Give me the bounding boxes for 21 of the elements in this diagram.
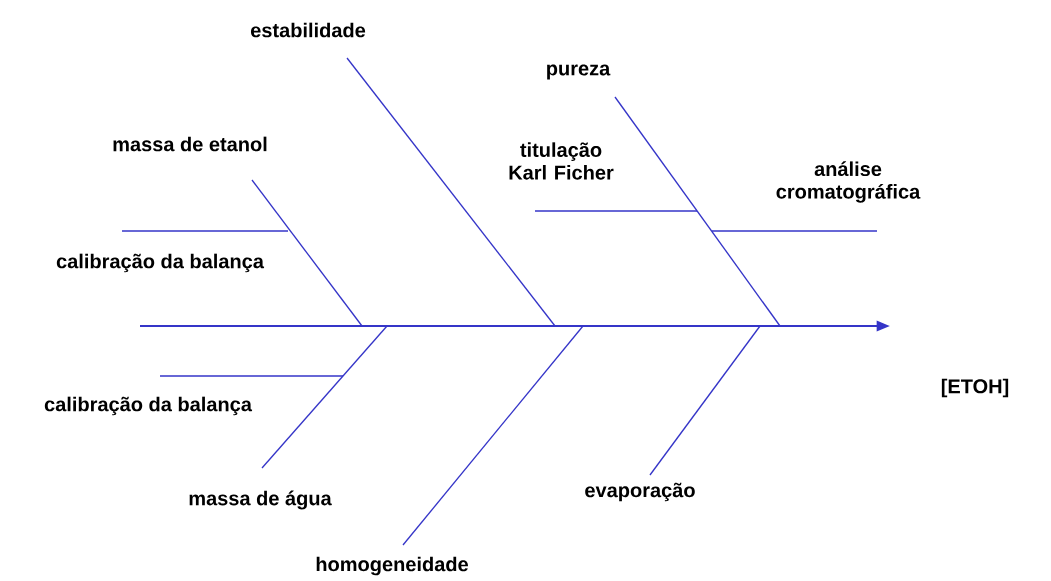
bone-line [159, 375, 344, 377]
bone-line [402, 325, 584, 546]
bone-line [251, 179, 363, 327]
cause-label: evaporação [585, 482, 695, 502]
bone-line [534, 210, 698, 212]
cause-label: massa de etanol [113, 136, 267, 152]
cause-label: pureza [547, 64, 611, 80]
bone-line [121, 230, 289, 232]
cause-label: massa de água [189, 490, 332, 510]
bone-line [711, 230, 878, 232]
bone-line [614, 96, 781, 327]
cause-label: calibração da balança [56, 253, 265, 273]
bone-line [649, 325, 761, 476]
bone-line [346, 57, 556, 327]
cause-label: estabilidade [251, 22, 366, 38]
bone-line [261, 325, 388, 469]
cause-label: calibração da balança [44, 396, 253, 416]
cause-label: titulação Karl Ficher [509, 142, 614, 180]
cause-label: análise cromatográfica [776, 161, 921, 203]
cause-label: homogeneidade [316, 556, 468, 576]
effect-label: [ETOH] [941, 378, 1009, 398]
